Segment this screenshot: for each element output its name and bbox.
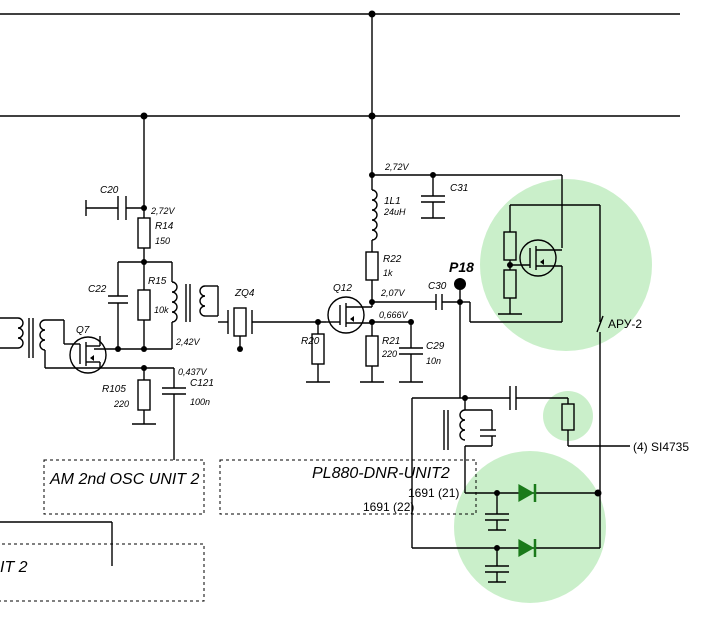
label-c121-value: 100n — [190, 397, 210, 407]
label-v-0666: 0,666V — [379, 310, 409, 320]
label-c22: C22 — [88, 284, 107, 295]
label-c29-value: 10n — [426, 356, 441, 366]
label-pin22: 1691 (22) — [363, 500, 414, 514]
label-r105: R105 — [102, 384, 126, 395]
label-q12: Q12 — [333, 283, 352, 294]
label-v-0437: 0,437V — [178, 367, 208, 377]
label-c121: C121 — [190, 378, 214, 389]
block-am-osc-label: AM 2nd OSC UNIT 2 — [49, 471, 199, 488]
block-left-label: IT 2 — [0, 559, 28, 576]
label-r21-value: 220 — [381, 349, 397, 359]
block-dnr-label: PL880-DNR-UNIT2 — [312, 465, 450, 482]
label-r22-value: 1k — [383, 268, 393, 278]
label-q7: Q7 — [76, 325, 90, 336]
label-c29: C29 — [426, 341, 445, 352]
label-c20: C20 — [100, 185, 119, 196]
label-r105-value: 220 — [113, 399, 129, 409]
label-zq4: ZQ4 — [234, 288, 255, 299]
label-pin21: 1691 (21) — [408, 486, 459, 500]
diode-2 — [518, 538, 535, 558]
label-l1: 1L1 — [384, 196, 401, 207]
block-left — [0, 543, 205, 602]
block-am-osc — [43, 459, 205, 515]
q12-transistor — [327, 296, 365, 334]
label-si4735: (4) SI4735 — [633, 440, 689, 454]
highlight-mosfet-area — [480, 179, 652, 351]
label-r22: R22 — [383, 254, 402, 265]
q7-transistor — [69, 336, 107, 374]
label-v-242: 2,42V — [175, 337, 201, 347]
label-v-207: 2,07V — [380, 288, 406, 298]
label-p18: P18 — [449, 259, 474, 275]
label-c30: C30 — [428, 281, 447, 292]
label-v-r14: 2,72V — [150, 206, 176, 216]
label-v-272: 2,72V — [384, 162, 410, 172]
label-c31: C31 — [450, 183, 468, 194]
label-r20: R20 — [301, 336, 320, 347]
label-agc: АРУ-2 — [608, 317, 642, 331]
highlight-diode-area — [454, 451, 606, 603]
highlight-resistor-area — [543, 391, 593, 441]
label-r14-value: 150 — [155, 236, 170, 246]
block-dnr — [219, 459, 477, 515]
label-l1-value: 24uH — [383, 207, 406, 217]
label-r15: R15 — [148, 276, 167, 287]
label-r14: R14 — [155, 221, 174, 232]
label-r21: R21 — [382, 336, 400, 347]
diode-1 — [518, 483, 535, 503]
agc-mosfet — [519, 239, 557, 277]
label-r15-value: 10k — [154, 305, 169, 315]
